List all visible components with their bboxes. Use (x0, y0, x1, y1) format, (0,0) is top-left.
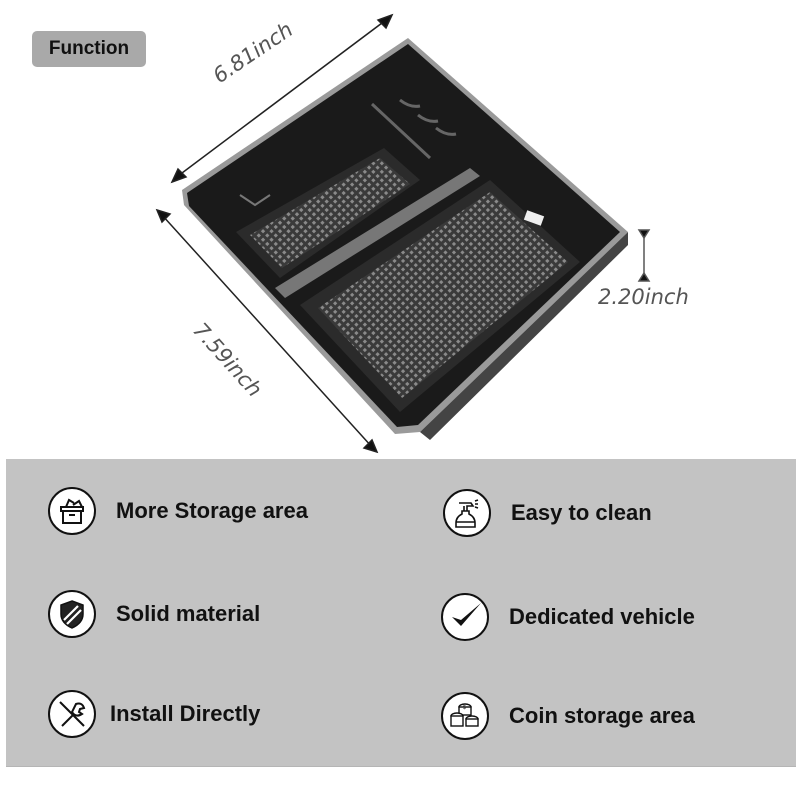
wrench-screwdriver-icon (48, 690, 96, 738)
feature-label: Coin storage area (509, 703, 695, 728)
features-panel (6, 459, 796, 767)
feature-coin-storage: $ Coin storage area (441, 692, 695, 740)
dimension-line-width (170, 13, 394, 184)
spray-bottle-icon (443, 489, 491, 537)
feature-more-storage: More Storage area (48, 487, 308, 535)
function-badge: Function (32, 31, 146, 67)
feature-easy-clean: Easy to clean (443, 489, 652, 537)
feature-dedicated-vehicle: Dedicated vehicle (441, 593, 695, 641)
feature-label: Dedicated vehicle (509, 604, 695, 629)
feature-label: Solid material (116, 601, 261, 626)
feature-label: Easy to clean (511, 500, 652, 525)
feature-install-directly: Install Directly (48, 690, 260, 738)
feature-label: Install Directly (110, 701, 261, 726)
checkmark-icon (441, 593, 489, 641)
svg-text:$: $ (463, 705, 466, 711)
shield-icon (48, 590, 96, 638)
dimension-height-label: 2.20inch (598, 285, 689, 309)
dimension-line-length (155, 208, 379, 454)
feature-label: More Storage area (116, 498, 308, 523)
dimension-line-height (637, 229, 651, 282)
storage-box-icon (48, 487, 96, 535)
feature-solid-material: Solid material (48, 590, 260, 638)
product-image (155, 13, 651, 454)
coins-icon: $ (441, 692, 489, 740)
